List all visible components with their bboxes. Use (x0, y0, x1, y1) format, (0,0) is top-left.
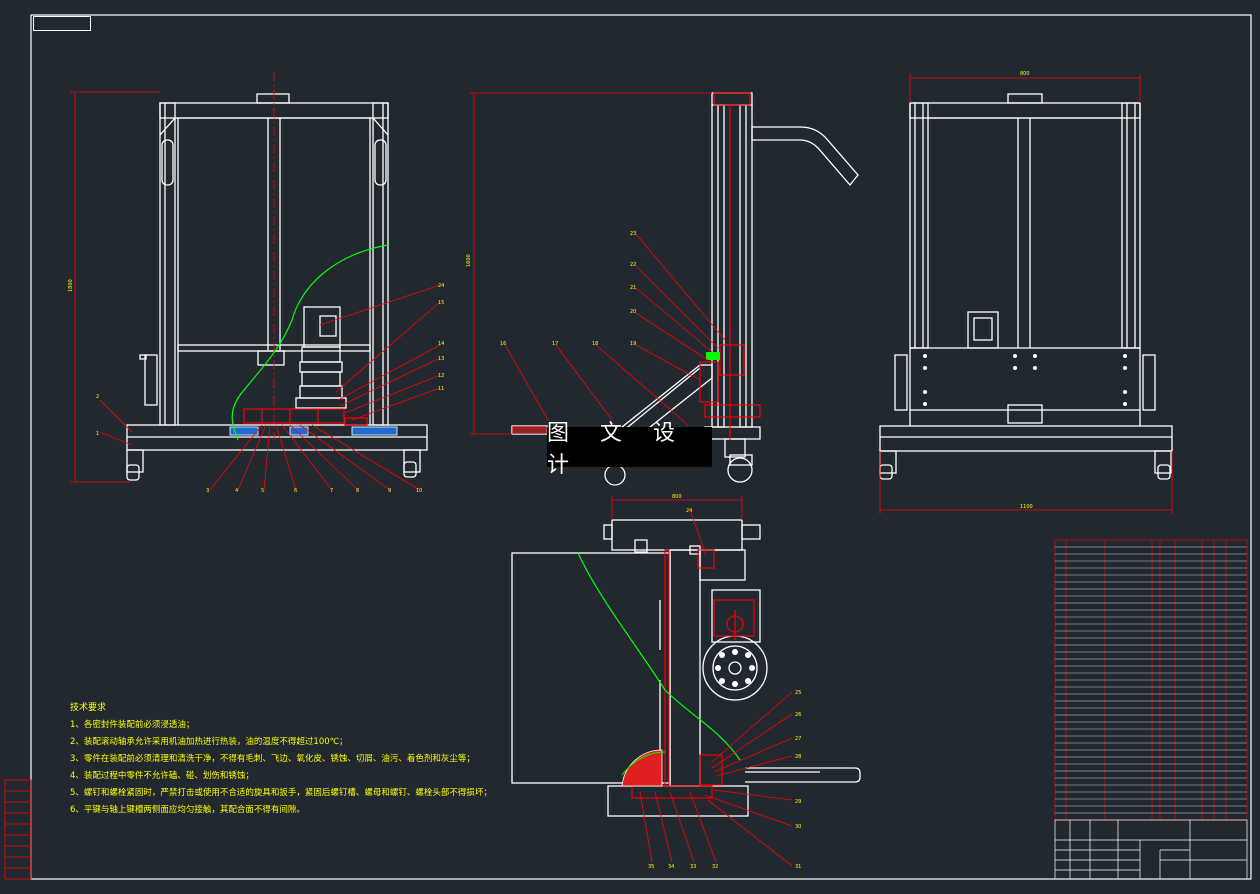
svg-text:26: 26 (795, 712, 801, 718)
side-green-mark (706, 352, 720, 360)
svg-text:27: 27 (795, 736, 801, 742)
svg-text:2: 2 (96, 394, 99, 400)
svg-text:11: 11 (438, 386, 444, 392)
side-balloons: 16 17 18 19 20 21 22 23 1600 (466, 231, 636, 347)
svg-text:12: 12 (438, 373, 444, 379)
svg-text:17: 17 (552, 341, 558, 347)
svg-text:800: 800 (672, 494, 682, 500)
tech-req-line-1: 1、各密封件装配前必须浸透油； (70, 720, 195, 730)
svg-text:20: 20 (630, 309, 636, 315)
svg-text:13: 13 (438, 356, 444, 362)
front-leaders (99, 284, 441, 491)
rear-dimensions (879, 74, 1173, 514)
top-leaders (639, 509, 793, 867)
svg-text:19: 19 (630, 341, 636, 347)
top-green-cable (577, 552, 741, 761)
tech-req-line-5: 5、螺钉和螺栓紧固时，严禁打击或使用不合适的旋具和扳手，紧固后螺钉槽、螺母和螺钉… (70, 788, 492, 798)
svg-text:4: 4 (235, 488, 238, 494)
svg-text:25: 25 (795, 690, 801, 696)
side-dimension (470, 92, 712, 435)
svg-text:24: 24 (686, 508, 692, 514)
tech-req-line-2: 2、装配滚动轴承允许采用机油加热进行热装，油的温度不得超过100℃； (70, 737, 348, 747)
front-blue-parts (229, 426, 398, 436)
svg-text:33: 33 (690, 864, 696, 870)
svg-text:3: 3 (206, 488, 209, 494)
svg-text:16: 16 (500, 341, 506, 347)
svg-text:21: 21 (630, 285, 636, 291)
svg-text:30: 30 (795, 824, 801, 830)
top-view (511, 519, 861, 817)
drawing-stamp (33, 16, 91, 31)
top-red-sector (621, 749, 663, 787)
parts-list-rows (1055, 546, 1247, 814)
top-green-arc (621, 751, 666, 776)
top-dimension (611, 496, 743, 520)
svg-text:9: 9 (388, 488, 391, 494)
svg-text:10: 10 (416, 488, 422, 494)
rear-dim-text: 800 1100 (1020, 71, 1033, 510)
tech-req-line-4: 4、装配过程中零件不允许磕、碰、划伤和锈蚀； (70, 771, 254, 781)
svg-text:35: 35 (648, 864, 654, 870)
svg-text:18: 18 (592, 341, 598, 347)
svg-text:1600: 1600 (466, 254, 472, 267)
svg-text:1: 1 (96, 431, 99, 437)
top-view-holes (715, 649, 755, 687)
svg-text:31: 31 (795, 864, 801, 870)
front-green-cable (231, 244, 389, 441)
rear-bolt-holes (923, 354, 1127, 406)
tech-req-line-6: 6、平键与轴上键槽两侧面应均匀接触，其配合面不得有间隙。 (70, 805, 305, 815)
svg-text:32: 32 (712, 864, 718, 870)
svg-text:24: 24 (438, 283, 444, 289)
top-balloons: 800 24 25 26 27 28 29 30 31 35 34 33 32 (648, 494, 801, 870)
side-red-parts (699, 92, 761, 440)
tech-req-line-3: 3、零件在装配前必须清理和清洗干净，不得有毛刺、飞边、氧化皮、锈蚀、切屑、油污、… (70, 754, 475, 764)
svg-text:15: 15 (438, 300, 444, 306)
svg-text:22: 22 (630, 262, 636, 268)
svg-text:1800: 1800 (68, 279, 74, 292)
front-view (126, 93, 428, 481)
svg-text:1100: 1100 (1020, 504, 1033, 510)
drawing-border (30, 14, 1252, 880)
svg-text:800: 800 (1020, 71, 1030, 77)
svg-text:29: 29 (795, 799, 801, 805)
svg-text:7: 7 (330, 488, 333, 494)
front-red-parts (243, 408, 368, 426)
watermark-banner: 图 文 设 计 (547, 421, 712, 478)
front-dimension (70, 91, 160, 483)
front-balloons: 2 1 24 15 14 13 12 11 3 4 5 6 7 8 9 10 1800 (68, 279, 444, 494)
tech-req-title: 技术要求 (70, 703, 107, 713)
svg-text:14: 14 (438, 341, 444, 347)
svg-text:5: 5 (261, 488, 264, 494)
svg-text:8: 8 (356, 488, 359, 494)
side-red-fill (512, 426, 547, 434)
left-side-table (4, 779, 32, 880)
side-leaders (504, 233, 726, 426)
title-block (1054, 819, 1248, 880)
svg-text:6: 6 (294, 488, 297, 494)
rear-view (879, 93, 1173, 480)
svg-text:23: 23 (630, 231, 636, 237)
svg-text:34: 34 (668, 864, 674, 870)
tech-requirements: 技术要求 1、各密封件装配前必须浸透油； 2、装配滚动轴承允许采用机油加热进行热… (70, 700, 492, 819)
svg-text:28: 28 (795, 754, 801, 760)
